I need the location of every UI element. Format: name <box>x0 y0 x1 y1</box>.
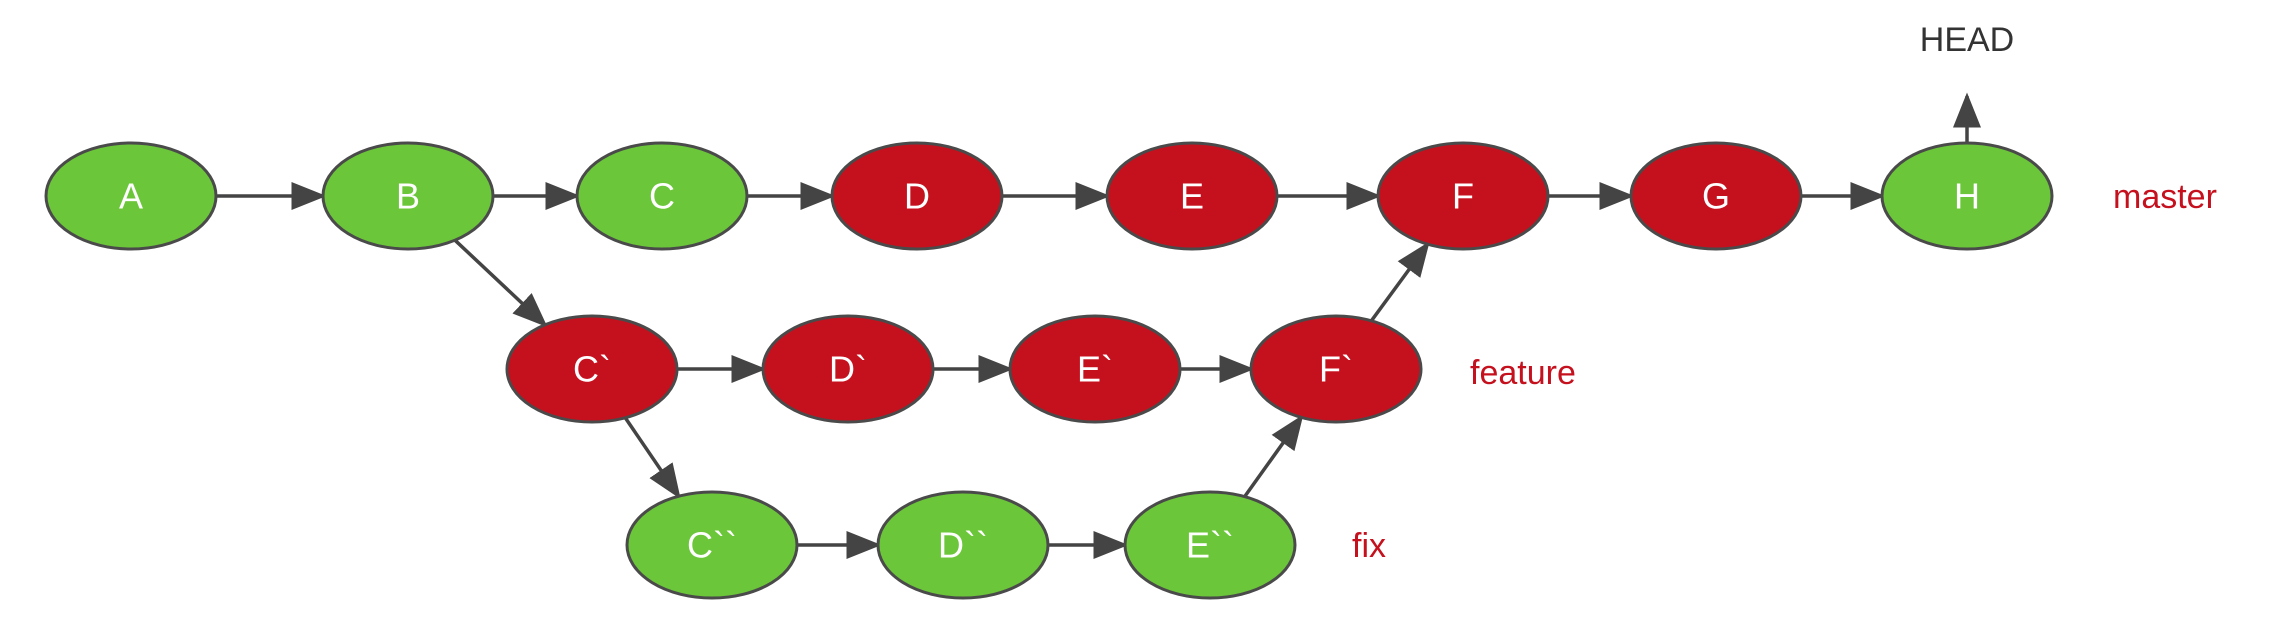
master-branch-label: master <box>2113 178 2217 216</box>
commit-ellipse <box>830 141 1004 251</box>
commit-ellipse <box>1376 141 1550 251</box>
commit-label: C` <box>573 349 611 390</box>
edge-F1-to-F <box>1369 241 1430 322</box>
fix-branch-label: fix <box>1352 527 1386 565</box>
commit-label: C <box>649 176 675 217</box>
commit-ellipse <box>575 141 749 251</box>
edge-B-to-C1 <box>453 238 548 328</box>
commit-label: F <box>1452 176 1474 217</box>
commit-node-D1: D` <box>761 314 935 424</box>
commit-node-B: B <box>321 141 495 251</box>
commit-node-D2: D`` <box>876 490 1050 600</box>
labels-layer: HEAD master feature fix <box>1352 21 2217 565</box>
commit-label: B <box>396 176 420 217</box>
commit-ellipse <box>625 490 799 600</box>
nodes-layer: A B C D E F G H C` D` E` F` C`` D`` E`` <box>44 141 2054 600</box>
commit-ellipse <box>1880 141 2054 251</box>
commit-node-C2: C`` <box>625 490 799 600</box>
commit-node-E2: E`` <box>1123 490 1297 600</box>
commit-ellipse <box>505 314 679 424</box>
commit-label: H <box>1954 176 1980 217</box>
commit-ellipse <box>1249 314 1423 424</box>
commit-node-D: D <box>830 141 1004 251</box>
commit-label: G <box>1702 176 1730 217</box>
commit-label: E` <box>1077 349 1113 390</box>
commit-node-F1: F` <box>1249 314 1423 424</box>
commit-ellipse <box>321 141 495 251</box>
commit-node-C: C <box>575 141 749 251</box>
commit-label: D <box>904 176 930 217</box>
commit-node-A: A <box>44 141 218 251</box>
commit-node-H: H <box>1880 141 2054 251</box>
commit-node-E1: E` <box>1008 314 1182 424</box>
commit-ellipse <box>1123 490 1297 600</box>
commit-ellipse <box>761 314 935 424</box>
commit-ellipse <box>44 141 218 251</box>
commit-node-E: E <box>1105 141 1279 251</box>
commit-ellipse <box>1105 141 1279 251</box>
commit-label: F` <box>1319 349 1353 390</box>
commit-node-C1: C` <box>505 314 679 424</box>
commit-ellipse <box>1008 314 1182 424</box>
commit-label: C`` <box>687 525 737 566</box>
edges-layer <box>216 92 1981 559</box>
edge-E2-to-F1 <box>1243 414 1304 498</box>
commit-ellipse <box>1629 141 1803 251</box>
edge-C1-to-C2 <box>623 416 681 500</box>
commit-label: E <box>1180 176 1204 217</box>
commit-node-G: G <box>1629 141 1803 251</box>
commit-label: D` <box>829 349 867 390</box>
feature-branch-label: feature <box>1470 354 1576 392</box>
commit-node-F: F <box>1376 141 1550 251</box>
commit-ellipse <box>876 490 1050 600</box>
head-label: HEAD <box>1920 21 2014 59</box>
commit-label: A <box>119 176 143 217</box>
commit-label: E`` <box>1186 525 1234 566</box>
commit-label: D`` <box>938 525 988 566</box>
